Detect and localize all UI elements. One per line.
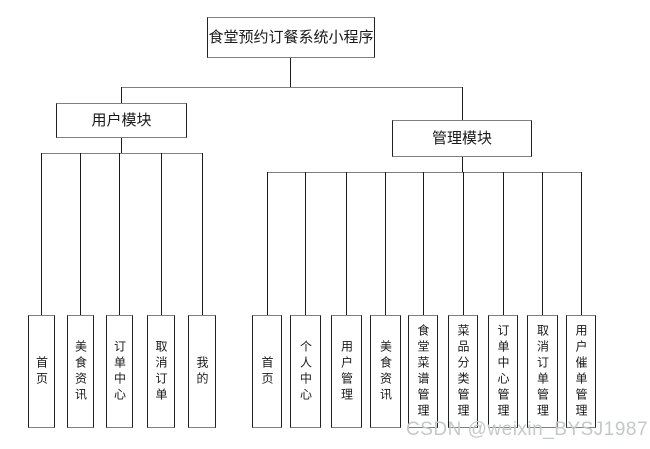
connector-admin-child-drop-3: [346, 172, 347, 315]
node-admin-module-label: 管理模块: [431, 130, 492, 147]
connector-root-stem: [290, 58, 291, 87]
node-admin-order-center-mgmt: 订单中心管理: [488, 315, 518, 428]
connector-user-child-drop-5: [202, 153, 203, 315]
node-user-home-label: 首页: [34, 355, 49, 388]
node-admin-user-mgmt-label: 用户管理: [339, 339, 354, 404]
node-admin-module: 管理模块: [392, 120, 532, 157]
connector-admin-child-drop-9: [581, 172, 582, 315]
node-user-order-center: 订单中心: [106, 315, 133, 428]
connector-admin-child-drop-2: [305, 172, 306, 315]
node-root-label: 食堂预约订餐系统小程序: [208, 29, 374, 46]
node-admin-food-news-label: 美食资讯: [378, 339, 393, 404]
connector-user-child-drop-2: [80, 153, 81, 315]
node-admin-user-mgmt: 用户管理: [331, 315, 362, 428]
node-admin-cancel-order-mgmt: 取消订单管理: [527, 315, 558, 428]
node-admin-cancel-order-mgmt-label: 取消订单管理: [535, 323, 550, 420]
connector-admin-child-drop-5: [423, 172, 424, 315]
connector-level1-horizontal: [121, 87, 463, 88]
node-user-order-center-label: 订单中心: [112, 339, 127, 404]
node-admin-user-reminder-mgmt: 用户催单管理: [566, 315, 596, 428]
node-root: 食堂预约订餐系统小程序: [207, 17, 375, 58]
connector-admin-drop: [462, 87, 463, 120]
node-user-mine: 我的: [188, 315, 216, 428]
node-user-cancel-order: 取消订单: [147, 315, 175, 428]
connector-user-horizontal: [41, 153, 202, 154]
connector-user-child-drop-4: [161, 153, 162, 315]
node-user-food-news-label: 美食资讯: [73, 339, 88, 404]
node-admin-canteen-menu-mgmt: 食堂菜谱管理: [408, 315, 438, 428]
connector-admin-horizontal: [267, 172, 582, 173]
connector-user-stem: [121, 138, 122, 153]
connector-admin-child-drop-6: [463, 172, 464, 315]
node-admin-canteen-menu-mgmt-label: 食堂菜谱管理: [416, 323, 430, 420]
connector-admin-child-drop-4: [385, 172, 386, 315]
node-admin-home-label: 首页: [260, 355, 274, 388]
node-admin-user-reminder-mgmt-label: 用户催单管理: [574, 323, 588, 420]
node-user-module: 用户模块: [56, 103, 187, 138]
node-admin-food-news: 美食资讯: [370, 315, 401, 428]
connector-user-drop: [121, 87, 122, 103]
node-admin-order-center-mgmt-label: 订单中心管理: [496, 323, 510, 420]
node-user-mine-label: 我的: [195, 355, 209, 388]
connector-user-child-drop-3: [119, 153, 120, 315]
connector-admin-child-drop-7: [503, 172, 504, 315]
node-admin-personal-center-label: 个人中心: [298, 339, 313, 404]
node-admin-home: 首页: [252, 315, 282, 428]
node-admin-dish-category-mgmt-label: 菜品分类管理: [456, 323, 470, 420]
node-user-food-news: 美食资讯: [67, 315, 94, 428]
connector-admin-child-drop-8: [542, 172, 543, 315]
node-user-cancel-order-label: 取消订单: [154, 339, 168, 404]
node-user-home: 首页: [28, 315, 55, 428]
connector-admin-child-drop-1: [267, 172, 268, 315]
connector-user-child-drop-1: [41, 153, 42, 315]
node-user-module-label: 用户模块: [91, 112, 152, 129]
connector-admin-stem: [462, 157, 463, 172]
node-admin-dish-category-mgmt: 菜品分类管理: [448, 315, 478, 428]
node-admin-personal-center: 个人中心: [290, 315, 321, 428]
